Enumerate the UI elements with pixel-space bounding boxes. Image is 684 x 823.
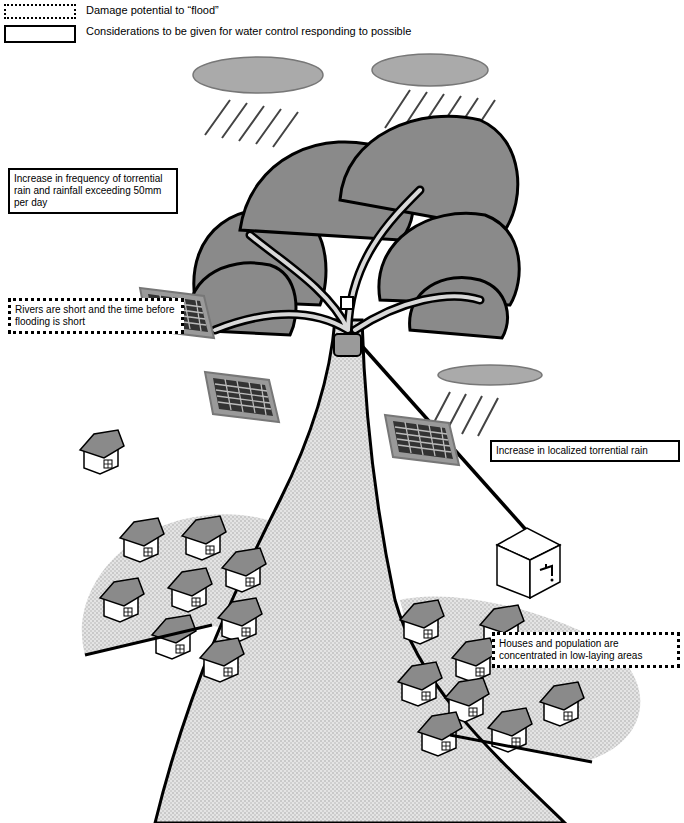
damage-box: Houses and population are concentrated i… — [492, 632, 680, 668]
houses-part — [168, 568, 212, 612]
legend-sample — [4, 25, 76, 43]
box-text: Increase in localized torrential rain — [496, 445, 674, 457]
mountains-part — [410, 277, 508, 338]
paddy-fields-part — [385, 415, 459, 465]
rain-clouds — [193, 54, 542, 436]
houses-part — [182, 516, 226, 560]
houses-part — [100, 578, 144, 622]
tributaries-part — [215, 190, 480, 330]
tributaries-part — [215, 190, 480, 330]
houses-part — [452, 638, 496, 682]
box-text: Houses and population are concentrated i… — [499, 638, 673, 662]
rain-clouds-part — [193, 57, 323, 93]
houses-part — [540, 682, 584, 726]
legend-row: Considerations to be given for water con… — [4, 25, 416, 43]
paddy-fields-part — [205, 372, 279, 422]
rain-clouds-part — [205, 100, 298, 147]
houses-part — [398, 662, 442, 706]
dam-and-pipeline-part — [334, 334, 361, 356]
tributaries — [215, 190, 480, 330]
legend-text: Damage potential to “flood” — [86, 4, 416, 18]
paddy-fields — [140, 288, 459, 465]
dam-and-pipeline-part — [551, 579, 554, 582]
houses-part — [200, 638, 244, 682]
bank-lines-part — [85, 625, 212, 655]
box-text: Rivers are short and the time before flo… — [15, 304, 177, 328]
box-text: Increase in frequency of torrential rain… — [14, 173, 172, 209]
bank-lines-part — [450, 735, 592, 762]
houses-part — [218, 598, 262, 642]
dam-and-pipeline-part — [497, 545, 530, 598]
legend-row: Damage potential to “flood” — [4, 4, 416, 19]
consideration-box: Increase in localized torrential rain — [490, 440, 680, 462]
mountains-part — [340, 116, 518, 230]
houses-part — [418, 712, 462, 756]
legend-text: Considerations to be given for water con… — [86, 25, 416, 39]
legend: Damage potential to “flood” Consideration… — [4, 4, 416, 49]
houses — [80, 430, 584, 756]
houses-part — [222, 548, 266, 592]
houses-part — [400, 600, 444, 644]
river — [155, 320, 565, 823]
legend-sample — [4, 4, 76, 19]
rain-clouds-part — [372, 54, 488, 86]
houses-part — [120, 518, 164, 562]
dam-and-pipeline-part — [341, 297, 353, 309]
rain-clouds-part — [438, 365, 542, 385]
dam-and-pipeline-part — [540, 564, 552, 576]
damage-box: Rivers are short and the time before flo… — [8, 298, 184, 334]
houses-part — [80, 430, 124, 474]
mountains — [189, 116, 520, 338]
dam-and-pipeline-part — [530, 545, 560, 598]
consideration-box: Increase in frequency of torrential rain… — [8, 168, 178, 214]
